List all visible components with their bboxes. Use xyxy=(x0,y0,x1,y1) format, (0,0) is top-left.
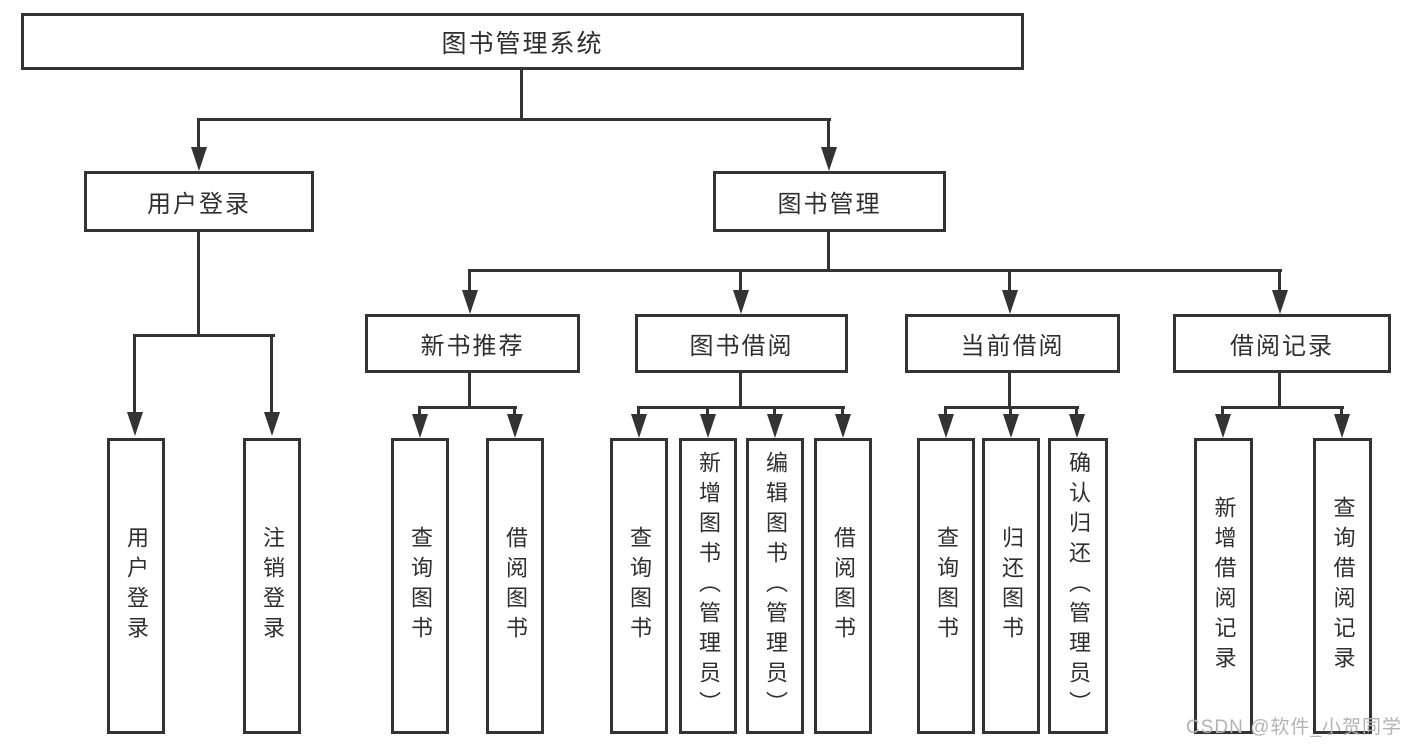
connector-records-child1 xyxy=(1221,409,1224,414)
arrow-down-icon xyxy=(1272,290,1288,314)
node-user-login: 用户登录 xyxy=(84,171,314,232)
node-borrow-books-borrow: 借阅图书 xyxy=(814,438,872,734)
node-query-books-current: 查询图书 xyxy=(917,438,975,734)
connector-to-book-management xyxy=(827,121,830,147)
node-add-borrow-record: 新增借阅记录 xyxy=(1194,438,1253,734)
node-borrow-books-newrec: 借阅图书 xyxy=(486,438,544,734)
connector-root-stem xyxy=(520,69,523,118)
node-library-management-system: 图书管理系统 xyxy=(21,13,1024,70)
arrow-down-icon xyxy=(700,414,716,438)
arrow-down-icon xyxy=(1334,414,1350,438)
connector-to-new-book-recommend xyxy=(468,272,471,290)
connector-records-stem xyxy=(1278,373,1281,406)
arrow-down-icon xyxy=(631,414,647,438)
connector-to-user-login xyxy=(197,121,200,147)
connector-to-borrow-records xyxy=(1278,272,1281,290)
arrow-down-icon xyxy=(462,290,478,314)
node-confirm-return-admin: 确认归还（管理员） xyxy=(1048,438,1108,734)
connector-borrow-child3 xyxy=(773,409,776,414)
connector-current-child1 xyxy=(944,409,947,414)
connector-borrow-child1 xyxy=(637,409,640,414)
node-logout: 注销登录 xyxy=(243,438,301,734)
arrow-down-icon xyxy=(264,412,280,436)
connector-to-logout xyxy=(270,337,273,412)
node-borrow-records: 借阅记录 xyxy=(1173,314,1391,373)
node-book-borrow: 图书借阅 xyxy=(635,314,848,373)
arrow-down-icon xyxy=(1003,414,1019,438)
node-book-management: 图书管理 xyxy=(713,171,946,232)
arrow-down-icon xyxy=(938,414,954,438)
connector-to-book-borrow xyxy=(739,272,742,290)
node-new-book-recommend: 新书推荐 xyxy=(365,314,580,373)
connector-newrec-split xyxy=(418,406,517,409)
connector-newrec-child1 xyxy=(418,409,421,414)
arrow-down-icon xyxy=(412,414,428,438)
connector-user-login-stem xyxy=(197,232,200,334)
arrow-down-icon xyxy=(733,290,749,314)
connector-current-child2 xyxy=(1009,409,1012,414)
arrow-down-icon xyxy=(1002,290,1018,314)
connector-newrec-stem xyxy=(468,373,471,406)
connector-to-user-login-leaf xyxy=(133,337,136,412)
node-query-books-borrow: 查询图书 xyxy=(610,438,668,734)
arrow-down-icon xyxy=(835,414,851,438)
node-query-books-newrec: 查询图书 xyxy=(391,438,449,734)
arrow-down-icon xyxy=(767,414,783,438)
arrow-down-icon xyxy=(821,147,837,171)
connector-borrow-stem xyxy=(739,373,742,406)
connector-records-split xyxy=(1221,406,1344,409)
connector-book-mgmt-stem xyxy=(827,232,830,269)
connector-borrow-child2 xyxy=(706,409,709,414)
arrow-down-icon xyxy=(1069,414,1085,438)
node-edit-books-admin: 编辑图书（管理员） xyxy=(746,438,804,734)
connector-to-current-borrow xyxy=(1008,272,1011,290)
connector-current-split xyxy=(944,406,1079,409)
connector-records-child2 xyxy=(1340,409,1343,414)
arrow-down-icon xyxy=(1215,414,1231,438)
arrow-down-icon xyxy=(507,414,523,438)
connector-user-login-split xyxy=(133,334,275,337)
node-query-borrow-record: 查询借阅记录 xyxy=(1313,438,1372,734)
connector-book-mgmt-split xyxy=(468,269,1282,272)
connector-current-stem xyxy=(1008,373,1011,406)
connector-current-child3 xyxy=(1075,409,1078,414)
node-return-books: 归还图书 xyxy=(982,438,1040,734)
arrow-down-icon xyxy=(191,147,207,171)
csdn-watermark: CSDN @软件_小贺同学 xyxy=(1186,717,1402,738)
connector-borrow-split xyxy=(637,406,845,409)
connector-newrec-child2 xyxy=(513,409,516,414)
arrow-down-icon xyxy=(127,412,143,436)
node-user-login-leaf: 用户登录 xyxy=(107,438,165,734)
node-current-borrow: 当前借阅 xyxy=(905,314,1120,373)
connector-borrow-child4 xyxy=(841,409,844,414)
node-add-books-admin: 新增图书（管理员） xyxy=(679,438,737,734)
connector-root-split xyxy=(197,118,831,121)
